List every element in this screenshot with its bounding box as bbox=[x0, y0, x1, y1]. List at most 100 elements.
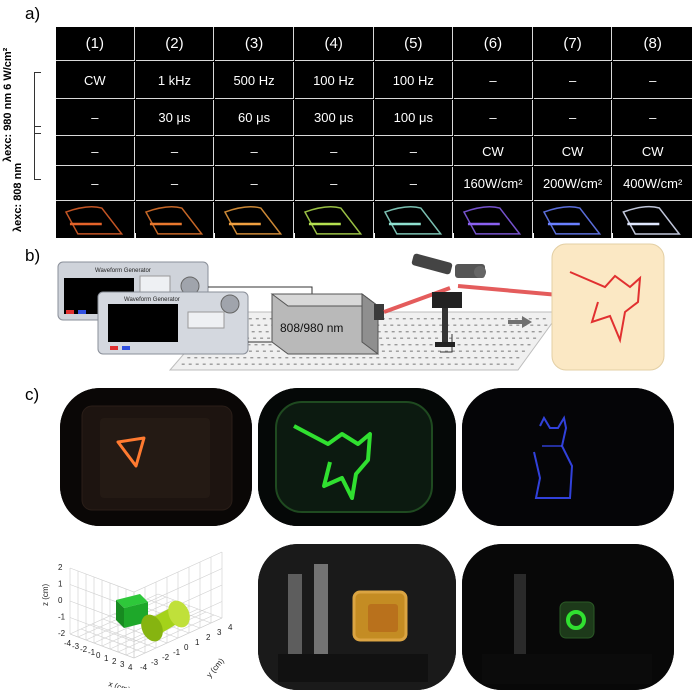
table-cell: – bbox=[533, 62, 613, 99]
table-cell: – bbox=[374, 167, 454, 201]
emission-thumbnail bbox=[215, 202, 294, 238]
column-header: (7) bbox=[533, 27, 613, 61]
table-cell: 500 Hz bbox=[215, 62, 294, 99]
y-tick-label: -3 bbox=[151, 658, 159, 667]
column-header: (4) bbox=[294, 27, 374, 61]
laser-beam-2 bbox=[457, 284, 571, 298]
x-tick-label: -1 bbox=[88, 648, 96, 657]
emission-thumbnail bbox=[374, 202, 454, 238]
orange-pattern-image bbox=[60, 388, 252, 526]
z-tick-label: 1 bbox=[58, 580, 63, 589]
photo-blue-cat bbox=[462, 388, 674, 526]
arrow bbox=[508, 316, 532, 328]
table-cell: 200W/cm² bbox=[533, 167, 613, 201]
generator-label-2: Waveform Generator bbox=[124, 297, 180, 303]
y-tick-label: 1 bbox=[195, 638, 200, 647]
green-pattern-image bbox=[258, 388, 456, 526]
column-header: (2) bbox=[135, 27, 215, 61]
table-cell: – bbox=[56, 100, 135, 136]
x-tick-label: -2 bbox=[80, 645, 88, 654]
y-tick-label: 4 bbox=[228, 623, 233, 632]
green-volume-image bbox=[462, 544, 674, 690]
table-cell: – bbox=[294, 167, 374, 201]
panel-a-label: a) bbox=[25, 4, 41, 23]
table-cell: 30 μs bbox=[135, 100, 215, 136]
y-tick-label: 0 bbox=[184, 643, 189, 652]
table-cell: – bbox=[56, 167, 135, 201]
column-header: (6) bbox=[454, 27, 533, 61]
table-cell: – bbox=[56, 137, 135, 166]
table-cell: – bbox=[613, 62, 692, 99]
table-cell: – bbox=[294, 137, 374, 166]
table-cell: – bbox=[613, 100, 692, 136]
table-cell: CW bbox=[613, 137, 692, 166]
z-tick-label: 0 bbox=[58, 596, 63, 605]
table-cell: CW bbox=[533, 137, 613, 166]
blue-cat bbox=[533, 415, 574, 499]
table-cell: – bbox=[135, 167, 215, 201]
table-cell: – bbox=[454, 62, 533, 99]
y-tick-label: 2 bbox=[206, 633, 211, 642]
table-cell: 60 μs bbox=[215, 100, 294, 136]
scanner-mount bbox=[411, 253, 486, 347]
z-tick-label: -1 bbox=[58, 613, 66, 622]
column-header: (1) bbox=[56, 27, 135, 61]
x-tick-label: -3 bbox=[72, 642, 80, 651]
table-cell: 300 μs bbox=[294, 100, 374, 136]
photo-green-bird bbox=[258, 388, 456, 526]
generator-label-1: Waveform Generator bbox=[95, 268, 151, 274]
emission-thumbnail bbox=[56, 202, 135, 238]
photo-green-cylinder bbox=[462, 544, 674, 690]
green-cylinder-glow bbox=[566, 610, 586, 630]
column-header: (3) bbox=[215, 27, 294, 61]
photo-orange-cube bbox=[258, 544, 456, 690]
waveform-generator-front: Waveform Generator bbox=[97, 291, 249, 355]
panel-c-label: c) bbox=[25, 385, 40, 404]
x-tick-label: 3 bbox=[120, 660, 125, 669]
cylinder bbox=[141, 600, 190, 642]
table-cell: 160W/cm² bbox=[454, 167, 533, 201]
emission-thumbnail bbox=[135, 202, 215, 238]
screen bbox=[551, 243, 665, 371]
column-header: (5) bbox=[374, 27, 454, 61]
x-tick-label: 1 bbox=[104, 654, 109, 663]
excitation-980-label: λexc: 980 nm 6 W/cm² bbox=[2, 47, 14, 162]
laser-source: 808/980 nm bbox=[270, 293, 384, 355]
emission-thumbnail bbox=[294, 202, 374, 238]
table-cell: – bbox=[374, 137, 454, 166]
laser-label: 808/980 nm bbox=[280, 321, 343, 335]
panel-b-label: b) bbox=[25, 246, 41, 265]
z-tick-label: 2 bbox=[58, 563, 63, 572]
table-cell: – bbox=[454, 100, 533, 136]
emission-thumbnail bbox=[613, 202, 692, 238]
orange-triangle bbox=[116, 436, 146, 468]
excitation-808-label: λexc: 808 nm bbox=[12, 162, 24, 232]
table-cell: – bbox=[533, 100, 613, 136]
axis-x-label: x (cm) bbox=[107, 679, 131, 688]
table-cell: CW bbox=[56, 62, 135, 99]
table-cell: 100 Hz bbox=[374, 62, 454, 99]
table-cell: 1 kHz bbox=[135, 62, 215, 99]
table-cell: CW bbox=[454, 137, 533, 166]
x-tick-label: 0 bbox=[96, 651, 101, 660]
x-tick-label: 4 bbox=[128, 663, 133, 672]
y-tick-label: -2 bbox=[162, 653, 170, 662]
y-tick-label: -1 bbox=[173, 648, 181, 657]
emission-thumbnail bbox=[454, 202, 533, 238]
table-cell: 100 Hz bbox=[294, 62, 374, 99]
table-cell: 100 μs bbox=[374, 100, 454, 136]
photo-orange-triangle bbox=[60, 388, 252, 526]
axis-y-label: y (cm) bbox=[205, 656, 226, 679]
y-tick-label: -4 bbox=[140, 663, 148, 672]
axis-z-label: z (cm) bbox=[41, 583, 50, 606]
bracket-980 bbox=[34, 72, 41, 134]
column-header: (8) bbox=[613, 27, 692, 61]
table-cell: 400W/cm² bbox=[613, 167, 692, 201]
table-cell: – bbox=[215, 167, 294, 201]
orange-volume-image bbox=[258, 544, 456, 690]
table-cell: – bbox=[215, 137, 294, 166]
table-cell: – bbox=[135, 137, 215, 166]
blue-pattern-image bbox=[462, 388, 674, 526]
